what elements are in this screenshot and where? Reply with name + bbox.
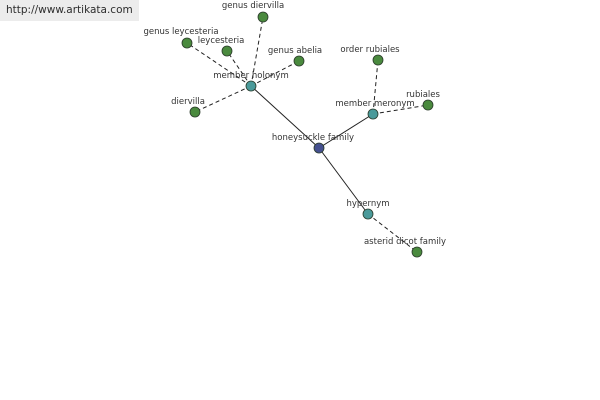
node-label-hypernym[interactable]: hypernym	[346, 199, 389, 209]
edge-holonym-leycesteria	[226, 50, 252, 87]
node-leycesteria[interactable]	[221, 45, 233, 57]
node-genus-leycesteria[interactable]	[181, 37, 193, 49]
edge-hypernym-asterid-dicot-family	[367, 213, 418, 253]
nodes-layer	[181, 11, 434, 258]
node-label-holonym[interactable]: member holonym	[213, 71, 288, 81]
edge-holonym-genus-leycesteria	[186, 42, 252, 87]
node-rubiales[interactable]	[422, 99, 434, 111]
node-label-genus-diervilla[interactable]: genus diervilla	[222, 1, 284, 11]
edge-holonym-genus-diervilla	[250, 16, 264, 87]
node-order-rubiales[interactable]	[372, 54, 384, 66]
edge-holonym-genus-abelia	[250, 60, 300, 87]
edge-holonym-diervilla	[194, 85, 252, 113]
edge-center-hypernym	[318, 147, 369, 215]
node-holonym[interactable]	[245, 80, 257, 92]
edges-layer	[186, 16, 429, 253]
node-label-genus-abelia[interactable]: genus abelia	[268, 46, 322, 56]
node-label-order-rubiales[interactable]: order rubiales	[340, 45, 400, 55]
node-genus-abelia[interactable]	[293, 55, 305, 67]
node-hypernym[interactable]	[362, 208, 374, 220]
edge-center-meronym	[318, 113, 374, 149]
node-label-genus-leycesteria[interactable]: genus leycesteria	[143, 27, 218, 37]
node-genus-diervilla[interactable]	[257, 11, 269, 23]
node-diervilla[interactable]	[189, 106, 201, 118]
node-label-meronym[interactable]: member meronym	[335, 99, 414, 109]
node-asterid-dicot-family[interactable]	[411, 246, 423, 258]
node-label-leycesteria[interactable]: leycesteria	[198, 36, 245, 46]
edge-center-holonym	[250, 85, 320, 149]
node-center[interactable]	[313, 142, 325, 154]
node-label-center[interactable]: honeysuckle family	[272, 133, 354, 143]
node-meronym[interactable]	[367, 108, 379, 120]
labels-layer: honeysuckle family member holonym member m…	[143, 1, 446, 247]
source-url-banner[interactable]: http://www.artikata.com	[0, 0, 139, 21]
node-label-diervilla[interactable]: diervilla	[171, 97, 205, 107]
edge-meronym-order-rubiales	[372, 59, 379, 115]
node-label-rubiales[interactable]: rubiales	[406, 90, 440, 100]
edge-meronym-rubiales	[372, 104, 429, 115]
node-label-asterid-dicot-family[interactable]: asterid dicot family	[364, 237, 446, 247]
